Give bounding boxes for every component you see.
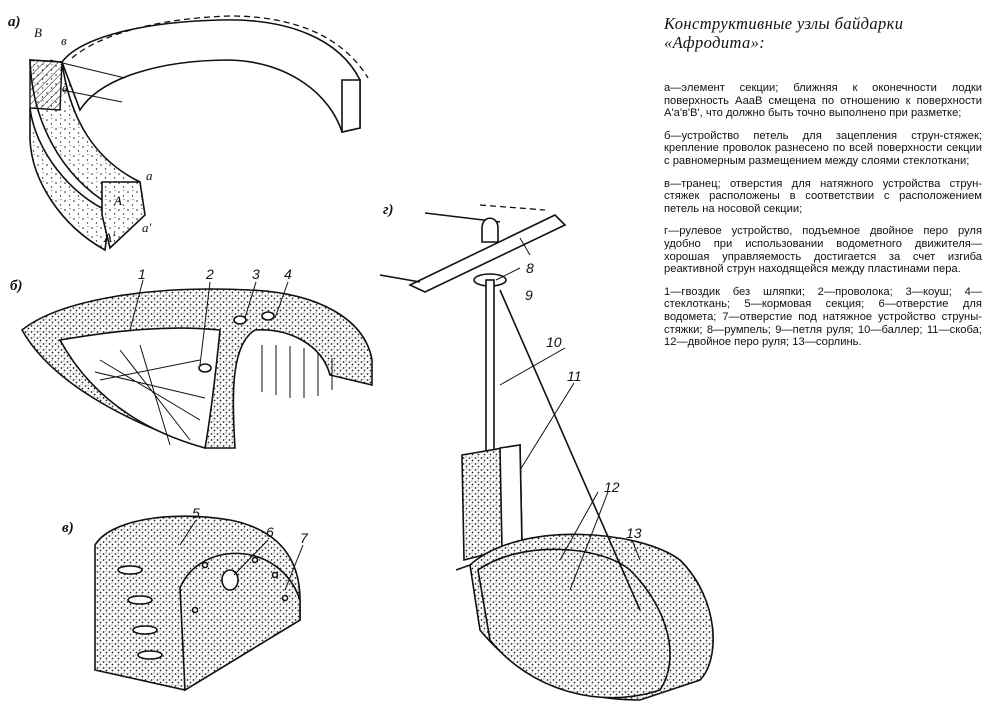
caption-title: Конструктивные узлы байдарки «Афродита»:	[664, 14, 904, 52]
thimble-loop-2	[233, 315, 247, 325]
leader-3	[244, 281, 257, 319]
letter-B: В	[34, 25, 42, 40]
leader-5	[179, 519, 197, 546]
caption-legend: 1—гвоздик без шляпки; 2—проволока; 3—коу…	[664, 285, 982, 349]
number-4: 4	[284, 266, 292, 282]
section-end-block	[101, 181, 146, 250]
number-6: 6	[266, 524, 274, 540]
number-2: 2	[205, 266, 214, 282]
leader-1	[129, 279, 144, 331]
panel-label-a: а)	[8, 14, 21, 30]
leader-v	[49, 59, 126, 79]
offset-dashed-line	[71, 15, 369, 79]
number-7: 7	[300, 530, 309, 546]
caption-block: Конструктивные узлы байдарки «Афродита»:…	[664, 14, 982, 359]
letter-a: а	[146, 168, 153, 183]
leader-4	[274, 281, 289, 319]
caption-item-b: б—устройство петель для зацепления струн…	[664, 129, 982, 167]
number-9: 9	[525, 287, 533, 303]
tiller	[408, 214, 567, 293]
hull-ribs	[261, 345, 333, 398]
panel-g-rudder-device: г) 8 9 10 11 12 13	[379, 202, 714, 701]
leader-8	[519, 237, 531, 256]
number-3: 3	[252, 266, 260, 282]
thimble-loop-3	[261, 311, 275, 321]
rudder-stock	[485, 279, 495, 456]
leader-12a	[559, 491, 599, 561]
letter-A: А	[113, 193, 122, 208]
section-side-face	[29, 107, 111, 252]
steering-line-right	[479, 204, 546, 211]
letter-a-prime: а'	[142, 220, 152, 235]
letter-v: в	[61, 33, 67, 48]
leader-12b	[569, 491, 609, 591]
leader-13	[631, 539, 641, 561]
panel-a-section-element: а) В в в' а а' А А'	[8, 14, 369, 252]
number-11: 11	[567, 368, 582, 384]
tiller-pivot	[481, 217, 499, 243]
panel-label-v: в)	[62, 520, 74, 536]
panel-label-g: г)	[383, 202, 394, 218]
leader-7	[284, 544, 304, 591]
leader-2	[199, 281, 211, 366]
letter-A-prime: А'	[103, 230, 115, 245]
number-5: 5	[192, 505, 200, 521]
transom-slots	[117, 565, 163, 660]
number-10: 10	[546, 334, 562, 350]
hull-inner-panel	[58, 327, 221, 450]
caption-item-v: в—транец; отверстия для натяжного устрой…	[664, 177, 982, 215]
number-1: 1	[138, 266, 146, 282]
letter-v-prime: в'	[62, 80, 71, 95]
lanyard	[499, 289, 641, 611]
section-right-end	[341, 79, 361, 133]
panel-label-b: б)	[10, 278, 22, 294]
rudder-blade-front	[477, 548, 671, 699]
leader-v-prime	[61, 89, 123, 103]
number-8: 8	[526, 260, 534, 276]
leader-9	[495, 267, 521, 281]
panel-v-transom: в) 5 6 7	[62, 505, 309, 692]
leader-10	[499, 347, 566, 386]
caption-item-a: а—элемент секции; ближняя к оконечности …	[664, 82, 982, 120]
caption-item-g: г—рулевое устройство, подъемное двойное …	[664, 225, 982, 276]
rudder-bracket-side	[499, 444, 523, 552]
steering-line-end	[379, 274, 421, 283]
tension-holes	[191, 556, 289, 614]
section-top-face	[61, 19, 361, 133]
leader-6	[233, 539, 269, 576]
section-end-face-hatched	[29, 59, 63, 111]
transom-end-face	[179, 552, 301, 692]
number-12: 12	[604, 479, 620, 495]
leader-11	[519, 382, 575, 471]
number-13: 13	[626, 525, 642, 541]
wire-cross-lines	[94, 344, 206, 446]
panel-b-loop-device: б) 1 2 3 4	[10, 266, 373, 450]
thimble-loop	[198, 363, 212, 373]
